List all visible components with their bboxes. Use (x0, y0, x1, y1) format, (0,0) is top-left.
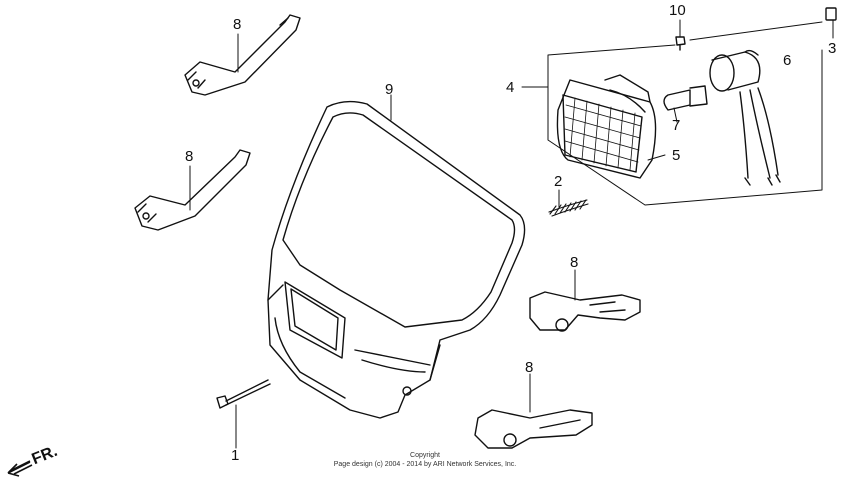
headlight-unit (556, 74, 657, 179)
callout-8-b: 8 (185, 148, 193, 165)
assembly-box (521, 21, 823, 206)
callout-8-a: 8 (233, 16, 241, 33)
callout-2: 2 (554, 173, 562, 190)
socket-part-6 (709, 49, 781, 186)
strap-part-8-c (529, 291, 641, 332)
front-arrow-icon (7, 460, 33, 477)
strap-part-8-a (184, 14, 301, 96)
bolt-part-1 (216, 379, 271, 409)
screw-part-10 (675, 36, 686, 51)
strap-part-8-d (474, 409, 593, 449)
callout-9: 9 (385, 81, 393, 98)
bulb-part-7 (663, 85, 708, 111)
copyright-line-2: Page design (c) 2004 - 2014 by ARI Netwo… (333, 461, 517, 468)
leader-lines (189, 19, 834, 449)
callout-4: 4 (506, 79, 514, 96)
callout-3: 3 (828, 40, 836, 57)
nut-part-3 (825, 7, 837, 21)
callout-5: 5 (672, 147, 680, 164)
callout-10: 10 (669, 2, 686, 19)
callout-labels: 8 8 8 8 9 2 1 4 5 6 7 10 3 (185, 2, 836, 464)
callout-6: 6 (783, 52, 791, 69)
strap-part-8-b (134, 149, 251, 231)
spring-part-2 (548, 199, 589, 217)
copyright-line-1: Copyright (410, 452, 440, 459)
callout-8-d: 8 (525, 359, 533, 376)
callout-7: 7 (672, 117, 680, 134)
callout-8-c: 8 (570, 254, 578, 271)
fairing-part-9 (267, 100, 526, 419)
callout-1: 1 (231, 447, 239, 464)
